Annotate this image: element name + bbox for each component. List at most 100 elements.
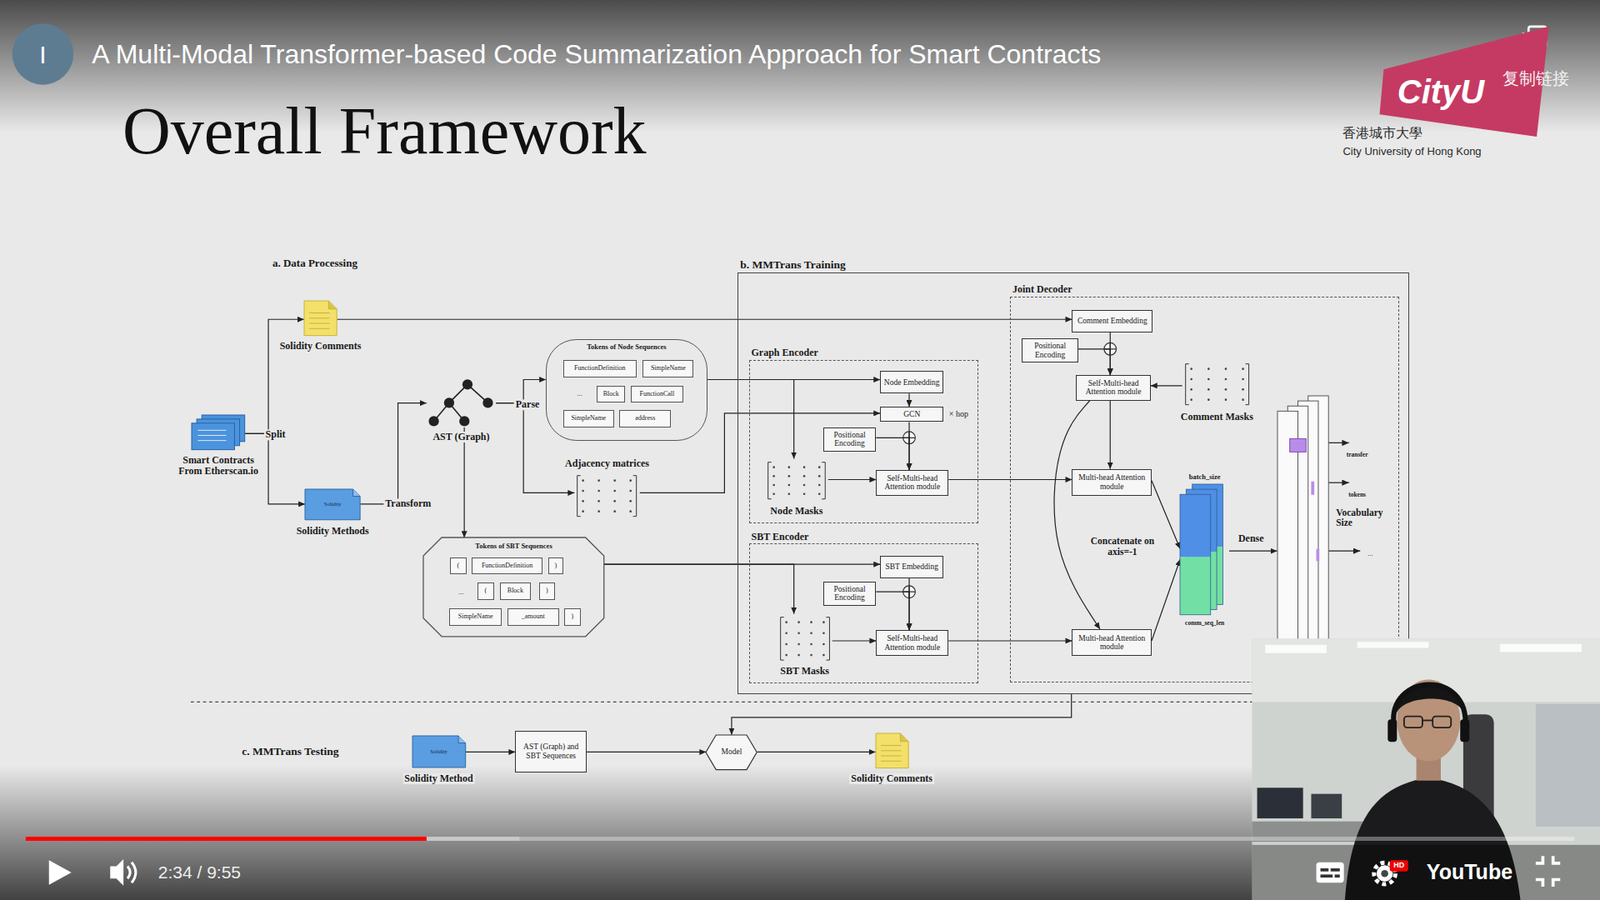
box-label: address (635, 415, 655, 423)
section-heading: c. MMTrans Testing (241, 745, 339, 759)
connector (1054, 400, 1100, 630)
exit-fullscreen-icon (1535, 855, 1560, 887)
process-box: Multi-head Attention module (1071, 629, 1152, 656)
ellipsis: ... (1367, 550, 1374, 559)
tree-icon-art (426, 378, 496, 428)
document-stack-icon-art (191, 415, 245, 450)
caption: Comment Masks (1179, 411, 1255, 423)
token-box: FunctionCall (630, 385, 685, 404)
group-heading: Tokens of Node Sequences (546, 343, 706, 351)
caption: Solidity Method (402, 773, 475, 785)
desk (1251, 787, 1365, 842)
box-label: FunctionDefinition (481, 562, 533, 570)
slide-title: Overall Framework (122, 94, 647, 168)
ellipsis: ... (458, 588, 465, 597)
tensor-block-art (1180, 484, 1230, 617)
avatar-letter: I (39, 40, 46, 68)
caption: batch_size (1187, 473, 1223, 481)
window (1535, 704, 1600, 827)
caption: b. MMTrans Training (738, 259, 847, 272)
module-frame: Node EmbeddingGCN Positional EncodingSelf… (749, 360, 980, 524)
box-label: Node Embedding (884, 378, 940, 387)
token-box: FunctionDefinition (471, 557, 544, 575)
connector (1078, 349, 1110, 375)
hd-badge-text: HD (1393, 861, 1405, 870)
process-box: GCN (880, 406, 944, 422)
output-token: transfer (1346, 451, 1369, 459)
token-box: ) (539, 582, 556, 600)
matrix-icon-art (777, 614, 833, 664)
output-stack-art (1277, 395, 1331, 641)
connector (1110, 400, 1111, 470)
university-name: 香港城市大學 (1342, 126, 1423, 142)
token-box: FunctionDefinition (563, 360, 637, 378)
caption: Node Masks (768, 505, 825, 517)
box-label: Positional Encoding (825, 430, 875, 449)
box-label: SimpleName (650, 365, 686, 373)
token-box: ( (450, 557, 467, 575)
token-box: ( (477, 582, 495, 600)
box-label: ( (485, 587, 488, 595)
matrix-icon: SBT Masks (777, 614, 833, 664)
output-stack: Vocabulary Size (1277, 395, 1331, 641)
box-label: FunctionDefinition (574, 365, 625, 373)
token-group: FunctionDefinitionSimpleNameBlockFunctio… (545, 339, 707, 441)
box-label: AST (Graph) and SBT Sequences (517, 742, 585, 760)
process-box: Self-Multi-head Attention module (875, 630, 949, 656)
group-heading: Tokens of SBT Sequences (423, 542, 605, 550)
box-label: Self-Multi-head Attention module (1078, 379, 1148, 397)
connector (336, 319, 1072, 320)
copy-link-text: 复制链接 (1502, 69, 1570, 88)
edge-label: Transform (383, 498, 433, 510)
token-box: _amount (507, 608, 560, 626)
process-box: Multi-head Attention module (1071, 469, 1152, 496)
progress-track (25, 836, 1575, 841)
section-heading: a. Data Processing (272, 257, 358, 270)
matrix-icon: Comment Masks (1182, 360, 1252, 408)
token-box: SimpleName (449, 608, 503, 626)
caption: Solidity Comments (278, 340, 364, 352)
matrix-icon-art (1182, 360, 1252, 408)
connector (586, 751, 706, 753)
box-label: Solidity (430, 748, 448, 755)
comment-note-icon: Solidity Comments (304, 300, 337, 336)
box-label: Positional Encoding (825, 585, 875, 603)
volume-icon (110, 859, 136, 886)
video-title: A Multi-Modal Transformer-based Code Sum… (91, 40, 1101, 70)
box-label: _amount (521, 613, 545, 621)
hop-note: × hop (949, 408, 969, 418)
buffer-bar (25, 836, 520, 841)
ellipsis: ... (576, 390, 583, 399)
module-frame: Comment EmbeddingPositional EncodingSelf… (1010, 296, 1400, 683)
caption: Graph Encoder (750, 347, 820, 359)
matrix-icon: Adjacency matrices (574, 472, 640, 520)
matrix-icon-art (574, 472, 640, 520)
process-box: Positional Encoding (823, 581, 877, 606)
connector (757, 751, 876, 753)
caption: SBT Masks (778, 665, 831, 677)
matrix-icon-art (765, 459, 829, 502)
connector (245, 319, 305, 434)
box-label: Self-Multi-head Attention module (878, 474, 946, 492)
box-label: SimpleName (570, 415, 606, 423)
process-box: Comment Embedding (1071, 310, 1153, 333)
box-label: SimpleName (458, 613, 494, 621)
caption: Adjacency matrices (563, 458, 651, 470)
channel-avatar (12, 23, 74, 85)
box-label: Comment Embedding (1077, 316, 1148, 325)
process-box: Self-Multi-head Attention module (1075, 375, 1150, 401)
process-box: Self-Multi-head Attention module (875, 470, 949, 496)
model-hexagon: Model (705, 735, 757, 770)
connector (464, 427, 465, 538)
box-label: Multi-head Attention module (1074, 473, 1150, 491)
webcam-room (1251, 639, 1600, 900)
subtitles-icon (1316, 862, 1345, 883)
time-display: 2:34 / 9:55 (158, 862, 241, 882)
comment-note-icon-art (875, 733, 909, 769)
box-label: Self-Multi-head Attention module (878, 634, 946, 652)
connector (1150, 385, 1183, 386)
box-label: Multi-head Attention module (1074, 634, 1150, 652)
tensor-block: batch_sizecomm_seq_len (1180, 484, 1230, 617)
